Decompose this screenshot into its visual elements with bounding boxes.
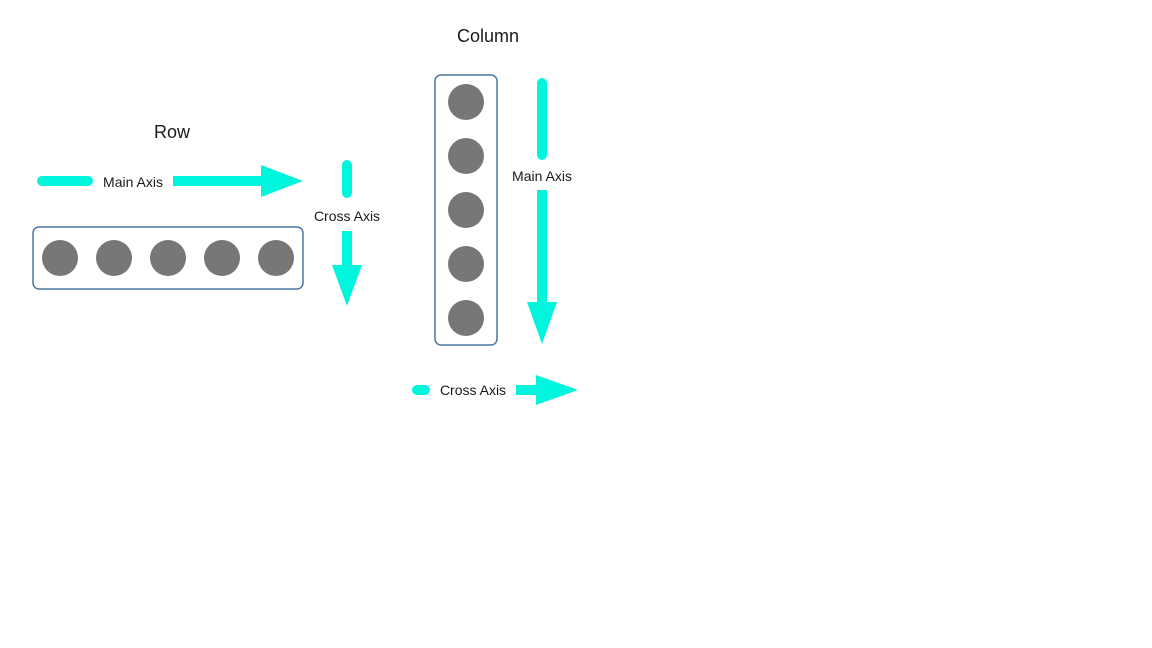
column-main-axis-arrow	[527, 78, 557, 344]
column-main-axis-arrow-tail	[537, 78, 547, 160]
column-cross-axis-arrow-tail	[412, 385, 430, 395]
row-main-axis-arrow-shaft	[173, 176, 265, 186]
row-container	[32, 226, 304, 290]
column-item-2	[448, 138, 484, 174]
row-cross-axis-arrow-tail	[342, 160, 352, 198]
row-cross-axis-arrow-head	[332, 265, 362, 306]
column-main-axis-arrow-head	[527, 302, 557, 344]
row-cross-axis-arrow	[332, 160, 362, 306]
row-item-1	[42, 240, 78, 276]
column-item-1	[448, 84, 484, 120]
row-item-5	[258, 240, 294, 276]
column-main-axis-label: Main Axis	[512, 168, 572, 184]
column-item-3	[448, 192, 484, 228]
column-main-axis-arrow-shaft	[537, 190, 547, 306]
row-main-axis-arrow	[37, 165, 303, 197]
row-item-4	[204, 240, 240, 276]
row-main-axis-arrow-head	[261, 165, 303, 197]
column-cross-axis-arrow-shaft	[516, 385, 540, 395]
row-items	[42, 240, 294, 276]
column-item-4	[448, 246, 484, 282]
column-items	[448, 84, 484, 336]
column-item-5	[448, 300, 484, 336]
column-cross-axis-arrow-head	[536, 375, 578, 405]
row-cross-axis-label: Cross Axis	[314, 208, 380, 224]
column-title: Column	[457, 26, 519, 46]
row-section: Row Main Axis Cross Axis	[32, 122, 380, 306]
row-item-3	[150, 240, 186, 276]
column-cross-axis-label: Cross Axis	[440, 382, 506, 398]
column-section: Column Main Axis Cross Axis	[412, 26, 578, 405]
row-cross-axis-arrow-shaft	[342, 231, 352, 269]
column-cross-axis-arrow	[412, 375, 578, 405]
row-main-axis-arrow-tail	[37, 176, 93, 186]
row-title: Row	[154, 122, 191, 142]
row-item-2	[96, 240, 132, 276]
row-main-axis-label: Main Axis	[103, 174, 163, 190]
column-container	[434, 74, 498, 346]
